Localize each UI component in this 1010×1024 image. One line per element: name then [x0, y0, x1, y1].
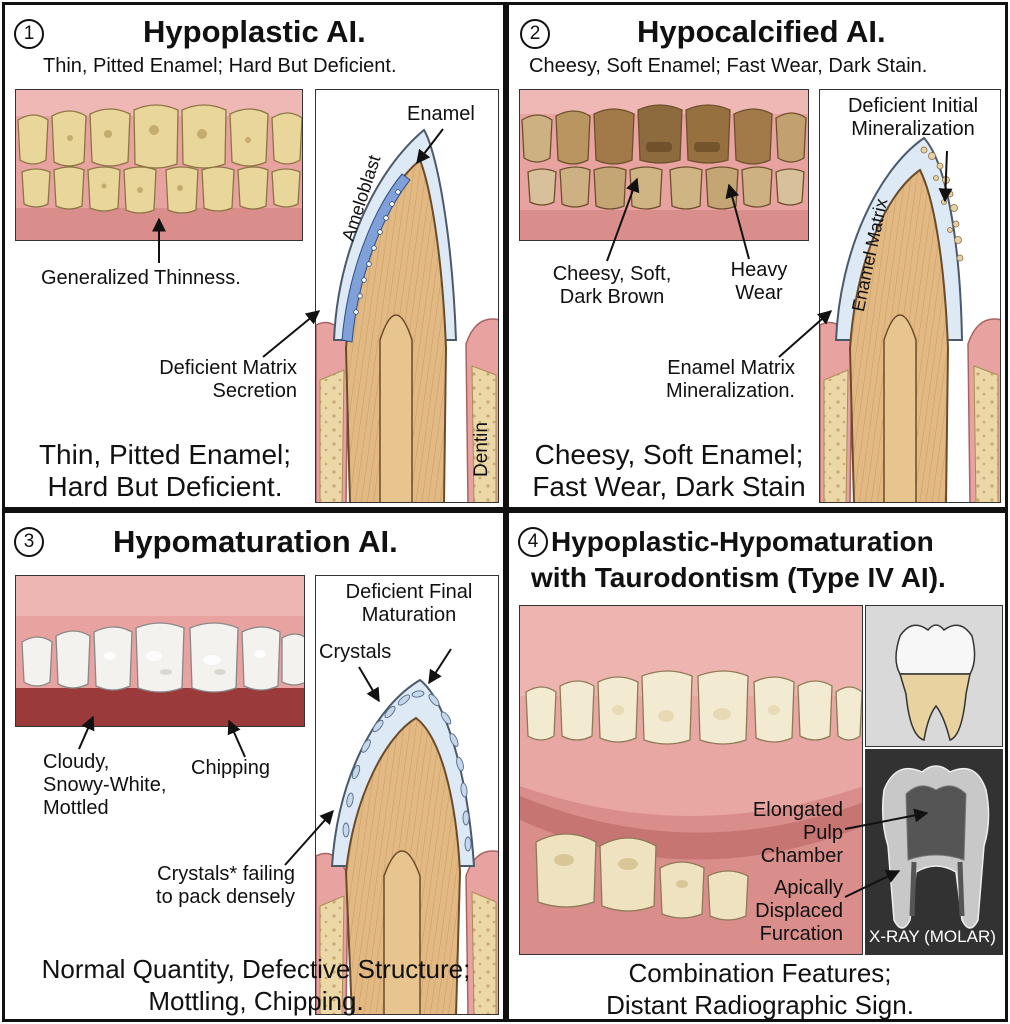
panel-hypocalcified: 2 Hypocalcified AI. Cheesy, Soft Enamel;…	[506, 2, 1008, 510]
panel-summary: Thin, Pitted Enamel; Hard But Deficient.	[38, 439, 292, 502]
label-apically-displaced-furcation: Apically Displaced Furcation	[755, 877, 843, 945]
label-crystals: Crystals	[319, 641, 392, 663]
teeth-photo-yellow	[15, 89, 303, 241]
panel-type-iv: 4 Hypoplastic-Hypomaturation with Taurod…	[506, 510, 1008, 1022]
label-deficient-initial: Deficient Initial Mineralization	[847, 95, 979, 140]
panel-hypomaturation: 3 Hypomaturation AI.	[2, 510, 506, 1022]
label-deficient-final-maturation: Deficient Final Maturation	[345, 581, 473, 626]
panel-title-line2: with Taurodontism (Type IV AI).	[531, 562, 946, 593]
panel-title: Hypocalcified AI.	[637, 14, 886, 49]
tooth-diagram-hypomaturation	[315, 575, 499, 1015]
molar-xray	[865, 749, 1003, 955]
label-elongated-pulp-chamber: Elongated Pulp Chamber	[752, 799, 843, 867]
panel-number: 2	[520, 19, 550, 49]
panel-title: Hypomaturation AI.	[113, 524, 398, 559]
open-mouth-photo	[519, 605, 863, 955]
tooth-diagram-hypoplastic	[315, 89, 499, 503]
panel-summary: Combination Features; Distant Radiograph…	[606, 958, 914, 1020]
panel-number: 4	[518, 527, 548, 557]
panel-number: 1	[14, 19, 44, 49]
label-enamel: Enamel	[407, 103, 475, 125]
label-crystals-failing: Crystals* failing to pack densely	[156, 863, 295, 908]
teeth-photo-white	[15, 575, 305, 727]
label-heavy-wear: Heavy Wear	[730, 259, 788, 304]
label-cheesy-soft: Cheesy, Soft, Dark Brown	[552, 263, 672, 308]
panel-subtitle: Thin, Pitted Enamel; Hard But Deficient.	[43, 55, 397, 77]
panel-number: 3	[14, 527, 44, 557]
label-deficient-matrix: Deficient Matrix Secretion	[159, 357, 297, 402]
panel-title-line1: Hypoplastic-Hypomaturation	[551, 526, 934, 557]
label-enamel-matrix-mineralization: Enamel Matrix Mineralization.	[666, 357, 795, 402]
panel-title: Hypoplastic AI.	[143, 14, 366, 49]
label-generalized-thinness: Generalized Thinness.	[41, 267, 241, 289]
panel-subtitle: Cheesy, Soft Enamel; Fast Wear, Dark Sta…	[529, 55, 928, 77]
label-dentin: Dentin	[471, 422, 492, 477]
panel-summary: Normal Quantity, Defective Structure; Mo…	[41, 954, 471, 1016]
tooth-diagram-hypocalcified	[819, 89, 1001, 503]
label-chipping: Chipping	[191, 757, 270, 779]
teeth-photo-brown	[519, 89, 809, 241]
label-cloudy-snowy-white-mottled: Cloudy, Snowy-White, Mottled	[43, 751, 167, 819]
panel-summary: Cheesy, Soft Enamel; Fast Wear, Dark Sta…	[532, 439, 806, 502]
label-xray-molar: X-RAY (MOLAR)	[869, 927, 996, 946]
panel-hypoplastic: 1 Hypoplastic AI. Thin, Pitted Enamel; H…	[2, 2, 506, 510]
molar-illustration	[865, 605, 1003, 747]
